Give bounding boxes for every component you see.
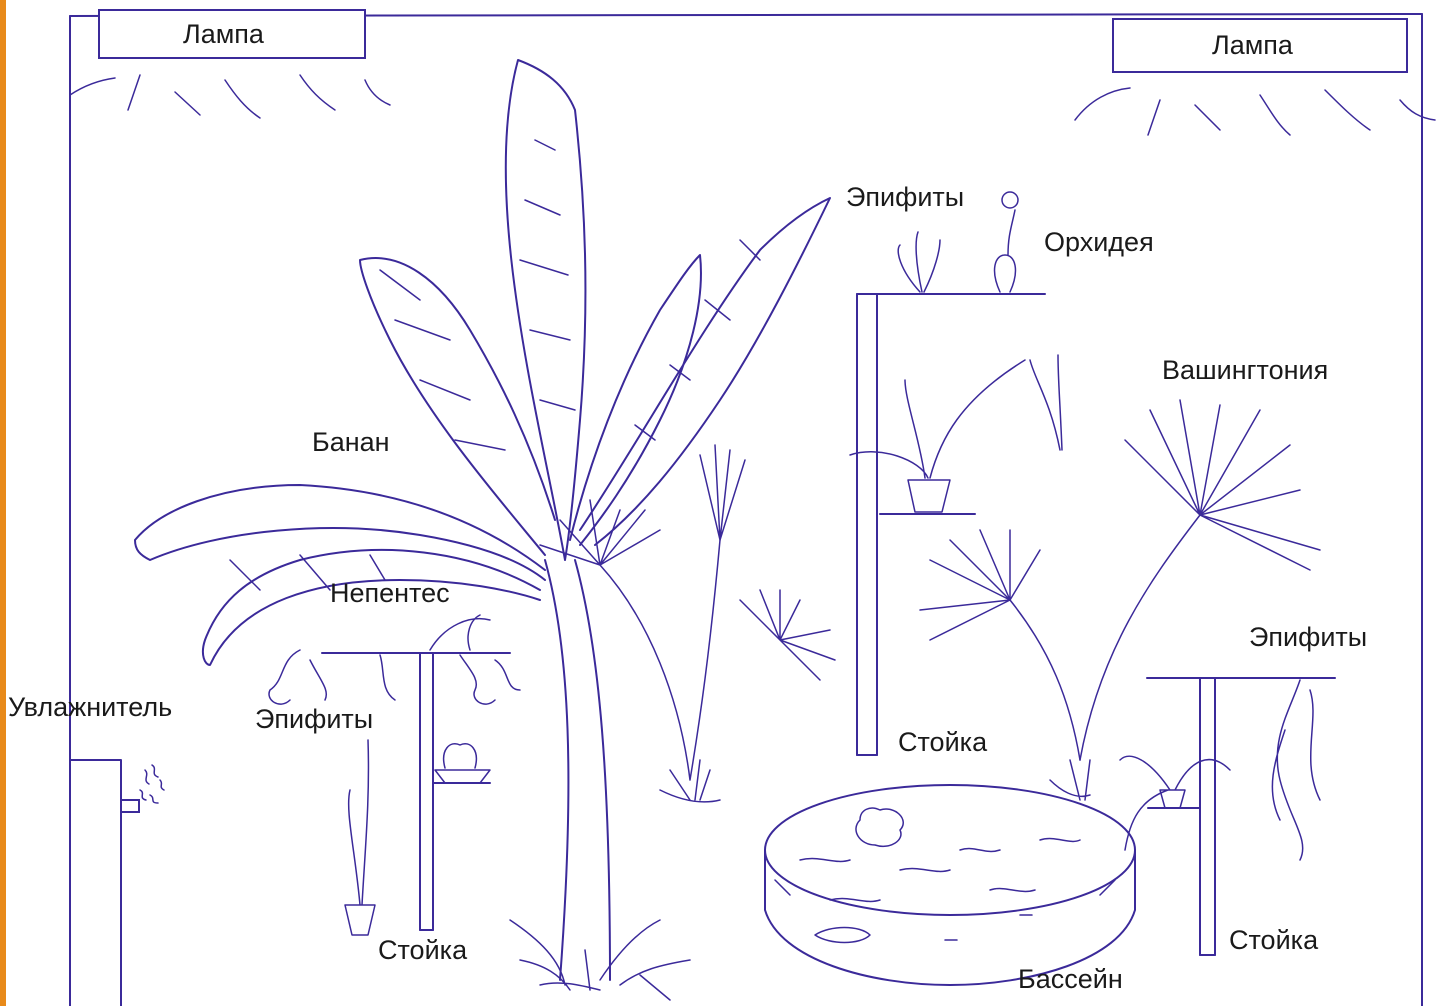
stand-left — [269, 615, 520, 935]
left-accent-bar — [0, 0, 6, 1006]
stand-center-label: Стойка — [898, 729, 987, 756]
banana-plant — [135, 60, 830, 1000]
lamp-left-rays — [70, 75, 390, 118]
banana-label: Банан — [312, 429, 390, 456]
epiphytes-right-label: Эпифиты — [1249, 624, 1367, 651]
humidifier-device — [70, 760, 164, 1006]
nepenthes-label: Непентес — [330, 580, 450, 607]
pool-label: Бассейн — [1018, 966, 1123, 993]
washingtonia-label: Вашингтония — [1162, 357, 1328, 384]
epiphytes-top-label: Эпифиты — [846, 184, 964, 211]
stand-right — [1120, 678, 1335, 955]
orchid-label: Орхидея — [1044, 229, 1154, 256]
stand-center — [850, 192, 1045, 755]
stand-left-label: Стойка — [378, 937, 467, 964]
stand-right-label: Стойка — [1229, 927, 1318, 954]
humidifier-label: Увлажнитель — [8, 694, 172, 721]
pool — [765, 785, 1135, 985]
lamp-right-label: Лампа — [1212, 32, 1293, 59]
lamp-left-label: Лампа — [183, 21, 264, 48]
palm-center — [540, 445, 835, 802]
lamp-right-rays — [1075, 88, 1435, 135]
epiphytes-left-label: Эпифиты — [255, 706, 373, 733]
